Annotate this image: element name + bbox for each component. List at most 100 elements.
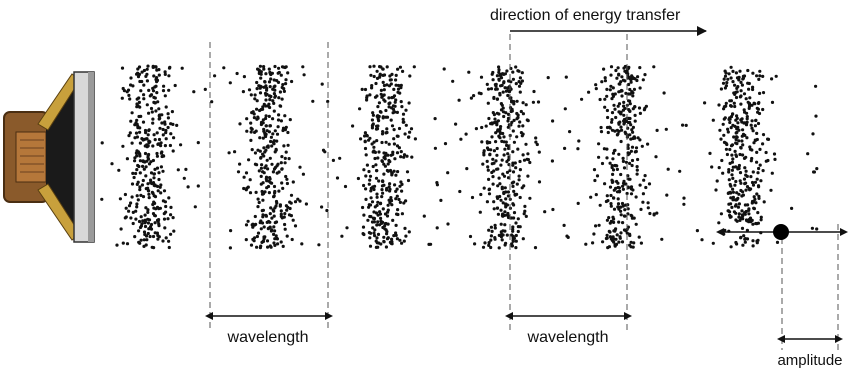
air-particle	[619, 172, 623, 177]
air-particle	[154, 65, 158, 69]
air-particle	[613, 107, 617, 111]
air-particle	[140, 70, 144, 74]
air-particle	[634, 149, 638, 154]
air-particle	[482, 186, 486, 190]
air-particle	[526, 119, 530, 123]
air-particle	[393, 110, 397, 114]
air-particle	[738, 69, 742, 73]
air-particle	[623, 64, 628, 69]
air-particle	[737, 192, 741, 196]
air-particle	[375, 223, 379, 227]
air-particle	[159, 165, 163, 169]
air-particle	[612, 103, 616, 107]
air-particle	[282, 87, 286, 91]
air-particle	[275, 132, 280, 136]
air-particle	[743, 237, 748, 241]
air-particle	[264, 72, 268, 76]
air-particle	[753, 197, 757, 201]
air-particle	[253, 97, 257, 101]
air-particle	[493, 117, 497, 121]
air-particle	[498, 91, 502, 96]
air-particle	[755, 150, 759, 154]
air-particle	[513, 161, 517, 165]
air-particle	[392, 128, 396, 132]
air-particle	[762, 200, 766, 204]
air-particle	[149, 227, 154, 231]
air-particle	[146, 208, 150, 212]
air-particle	[404, 123, 408, 127]
air-particle	[378, 223, 382, 227]
air-particle	[603, 79, 608, 83]
air-particle	[755, 241, 759, 245]
air-particle	[152, 172, 156, 176]
air-particle	[743, 240, 747, 244]
air-particle	[368, 178, 372, 182]
air-particle	[733, 149, 737, 153]
air-particle	[371, 113, 375, 117]
air-particle	[180, 66, 184, 70]
air-particle	[391, 107, 396, 111]
air-particle	[394, 189, 398, 193]
air-particle	[654, 155, 658, 159]
air-particle	[153, 231, 157, 235]
air-particle	[721, 171, 725, 175]
air-particle	[543, 210, 547, 214]
air-particle	[443, 142, 448, 146]
air-particle	[127, 209, 131, 213]
air-particle	[401, 117, 405, 121]
air-particle	[265, 158, 269, 162]
air-particle	[169, 232, 173, 236]
air-particle	[368, 236, 372, 240]
air-particle	[288, 206, 292, 211]
air-particle	[123, 216, 127, 220]
air-particle	[731, 198, 735, 202]
air-particle	[734, 95, 739, 100]
air-particle	[454, 122, 458, 126]
air-particle	[641, 200, 645, 204]
air-particle	[740, 134, 744, 138]
air-particle	[311, 99, 315, 103]
air-particle	[725, 152, 730, 157]
air-particle	[286, 71, 290, 75]
air-particle	[136, 198, 140, 202]
air-particle	[393, 183, 397, 187]
air-particle	[144, 165, 148, 169]
air-particle	[720, 158, 724, 163]
air-particle	[396, 208, 400, 212]
air-particle	[130, 141, 134, 145]
air-particle	[156, 189, 160, 193]
air-particle	[139, 89, 143, 93]
air-particle	[203, 87, 207, 91]
air-particle	[389, 78, 393, 82]
air-particle	[266, 167, 270, 171]
air-particle	[666, 167, 670, 171]
air-particle	[273, 189, 277, 194]
air-particle	[268, 212, 272, 216]
air-particle	[381, 220, 385, 224]
air-particle	[501, 201, 505, 205]
air-particle	[369, 196, 373, 200]
air-particle	[372, 145, 376, 149]
air-particle	[505, 69, 509, 73]
air-particle	[722, 232, 726, 236]
air-particle	[628, 92, 632, 96]
air-particle	[734, 131, 738, 135]
air-particle	[608, 185, 613, 189]
air-particle	[138, 130, 142, 134]
air-particle	[155, 91, 159, 95]
air-particle	[401, 69, 405, 73]
air-particle	[725, 81, 729, 85]
air-particle	[145, 159, 149, 163]
air-particle	[396, 87, 401, 91]
air-particle	[251, 225, 255, 229]
air-particle	[606, 246, 610, 250]
air-particle	[526, 174, 530, 178]
air-particle	[515, 192, 519, 196]
air-particle	[695, 229, 700, 233]
air-particle	[605, 108, 610, 113]
air-particle	[167, 196, 171, 200]
air-particle	[632, 87, 637, 91]
air-particle	[492, 207, 496, 211]
air-particle	[382, 73, 387, 77]
air-particle	[393, 157, 397, 161]
